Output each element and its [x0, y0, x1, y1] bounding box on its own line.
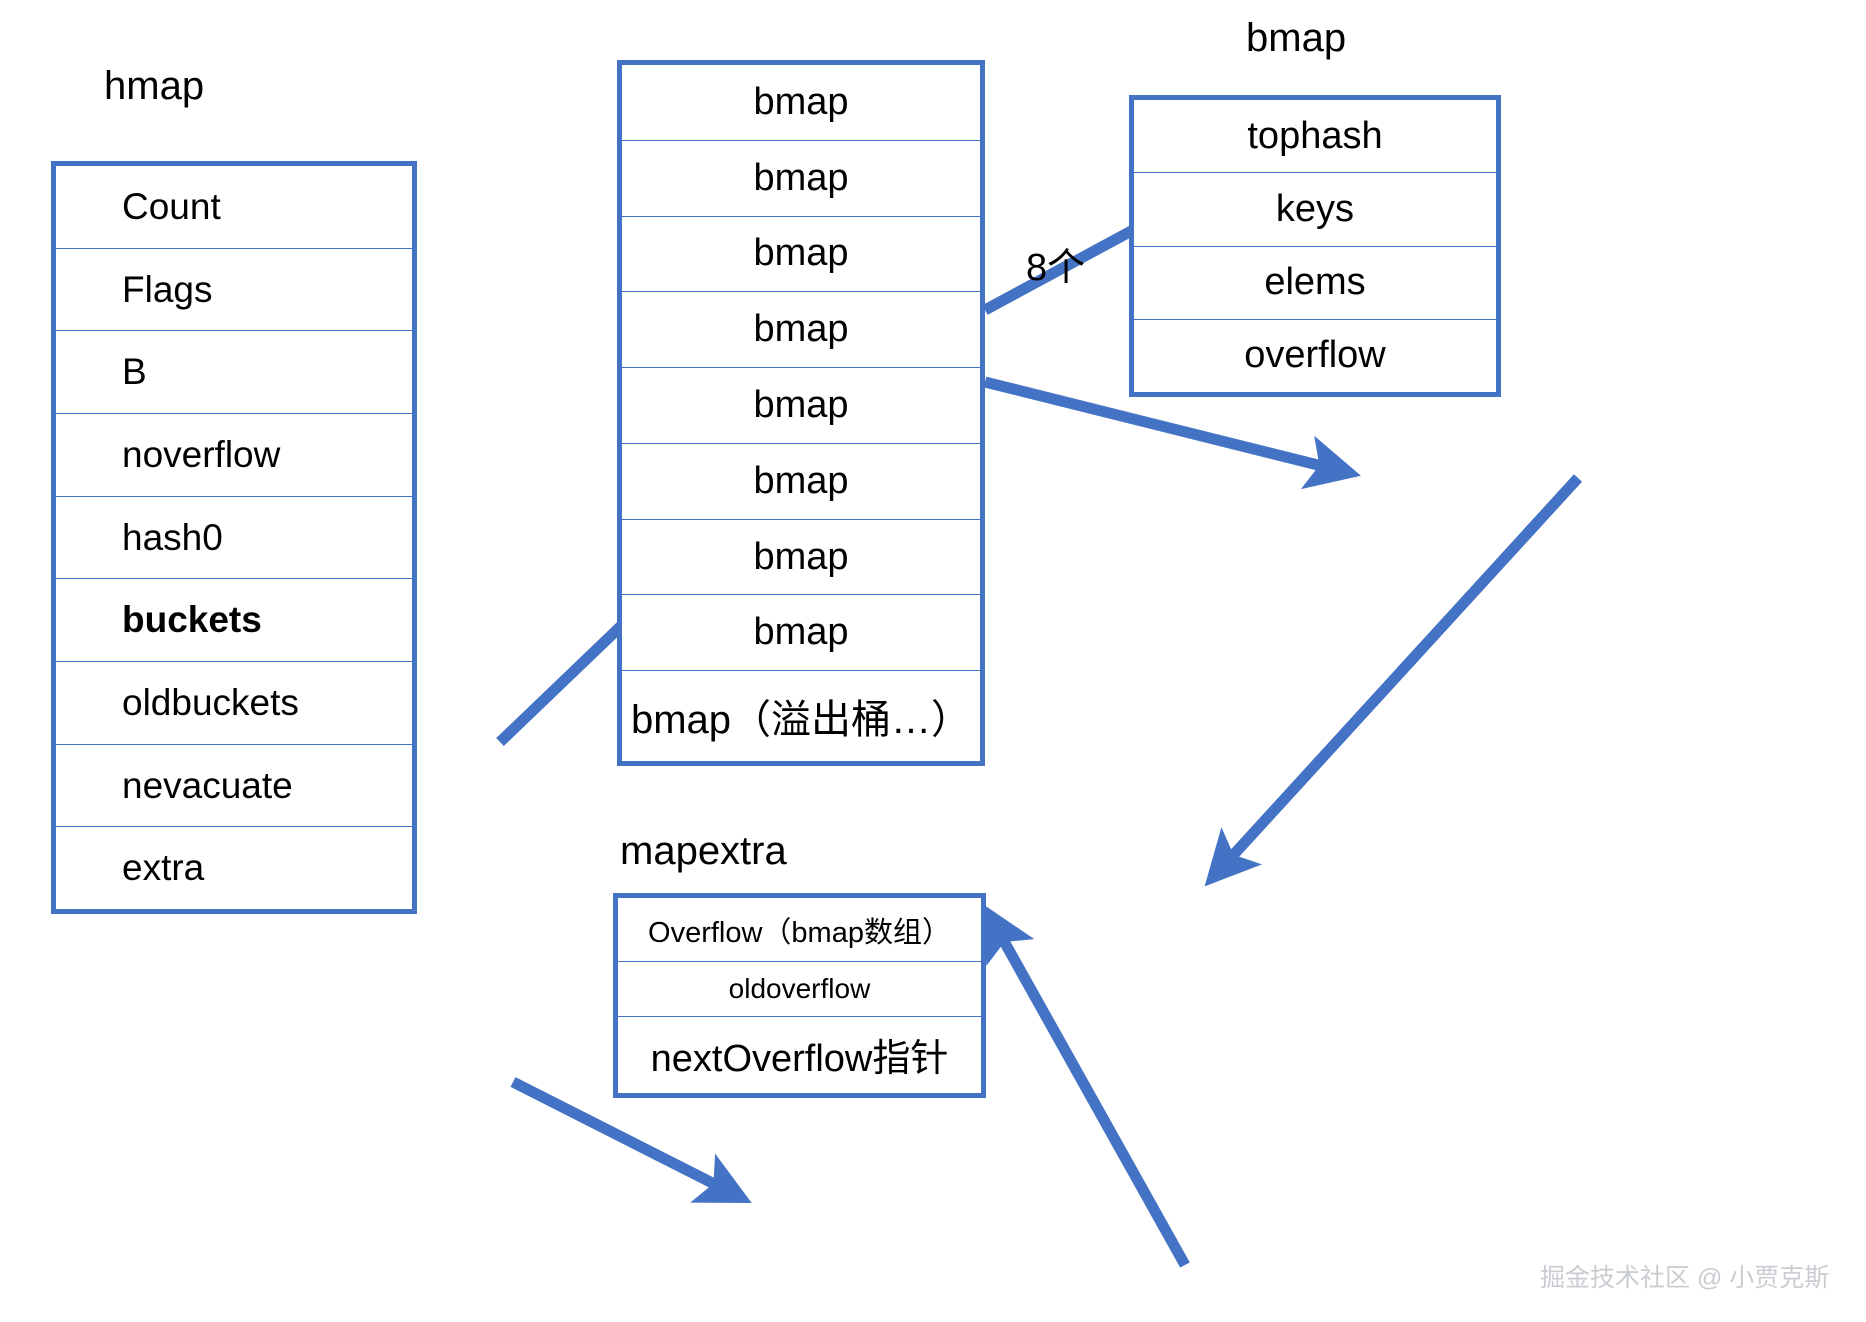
- hmap-field-hash0: hash0: [56, 497, 412, 580]
- bmap-field-overflow: overflow: [1244, 334, 1386, 377]
- watermark: 掘金技术社区 @ 小贾克斯: [1540, 1264, 1830, 1292]
- bucket-count-annotation: 8个: [1026, 247, 1086, 289]
- bucket-row-overflow: bmap（溢出桶…）: [630, 698, 972, 743]
- hmap-struct: Count Flags B noverflow hash0 buckets ol…: [51, 161, 417, 914]
- mapextra-caption: mapextra: [620, 829, 787, 873]
- bmap-field-keys: keys: [1134, 173, 1496, 247]
- bucket-row-3: bmap: [622, 292, 980, 369]
- bucket-row-1: bmap: [622, 141, 980, 217]
- bmap-struct: tophash keys elems overflow: [1129, 95, 1501, 397]
- mapextra-field-overflow: Overflow（bmap数组）: [618, 898, 981, 963]
- arrow-overflow-to-bucket: [1204, 474, 1583, 887]
- mapextra-field-nextoverflow: nextOverflow指针: [650, 1038, 949, 1081]
- bucket-row-5: bmap: [622, 444, 980, 520]
- hmap-field-count: Count: [56, 166, 412, 249]
- bucket-row-4: bmap: [622, 368, 980, 444]
- hmap-field-buckets: buckets: [56, 579, 412, 663]
- hmap-field-oldbuckets: oldbuckets: [56, 662, 412, 745]
- bucket-row-6: bmap: [622, 520, 980, 596]
- arrow-extra-to-mapextra: [510, 1077, 752, 1203]
- bucket-row-7: bmap: [622, 595, 980, 672]
- bucket-row-2: bmap: [622, 217, 980, 293]
- bmap-caption: bmap: [1246, 16, 1347, 60]
- hmap-field-nevacuate: nevacuate: [56, 745, 412, 828]
- hmap-caption: hmap: [104, 64, 205, 108]
- hmap-field-b: B: [56, 331, 412, 415]
- mapextra-struct: Overflow（bmap数组） oldoverflow nextOverflo…: [613, 893, 986, 1098]
- mapextra-field-oldoverflow: oldoverflow: [618, 962, 981, 1017]
- hmap-field-noverflow: noverflow: [56, 414, 412, 497]
- buckets-array-struct: bmap bmap bmap bmap bmap bmap bmap bmap …: [617, 60, 985, 766]
- hmap-field-flags: Flags: [56, 249, 412, 332]
- arrow-nextoverflow-to-bucket: [983, 904, 1190, 1268]
- bmap-field-elems: elems: [1134, 247, 1496, 320]
- bmap-field-tophash: tophash: [1134, 100, 1496, 174]
- bucket-row-0: bmap: [622, 65, 980, 141]
- hmap-field-extra: extra: [122, 847, 205, 889]
